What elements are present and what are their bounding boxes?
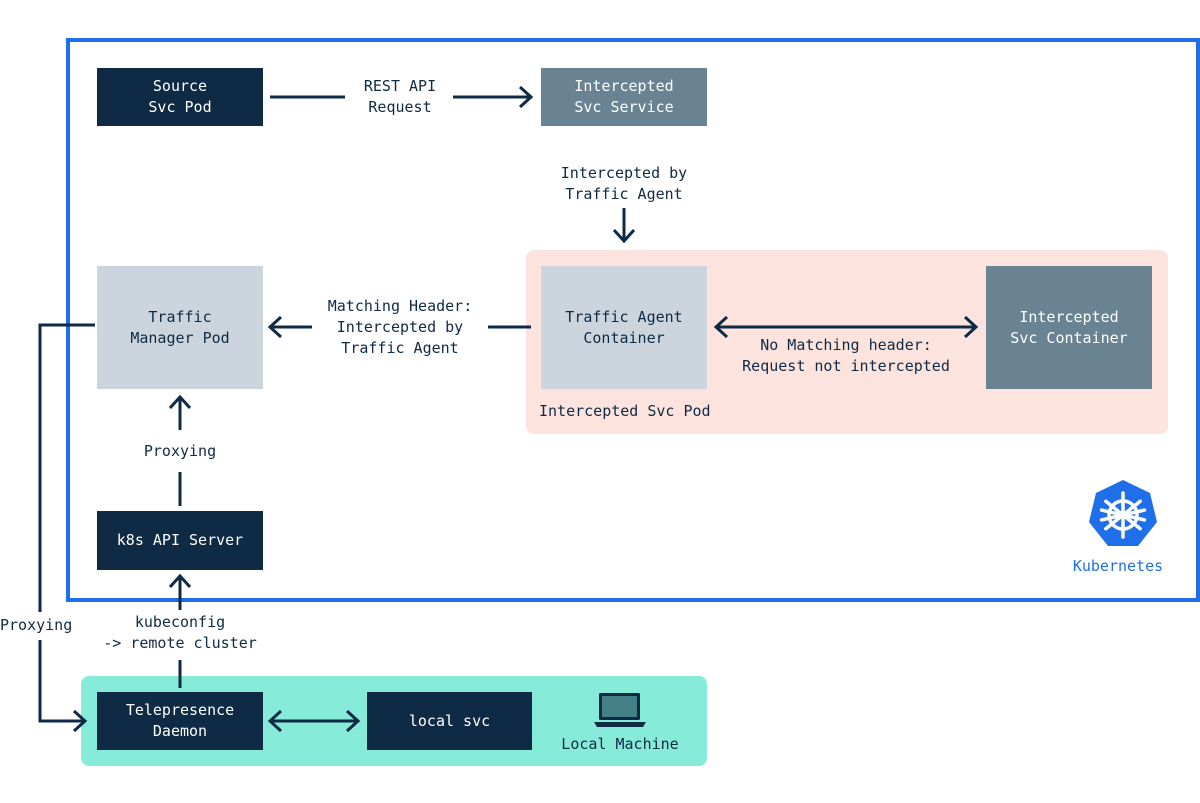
- arrowhead: [518, 85, 534, 109]
- edge-label-kubeconfig: kubeconfig -> remote cluster: [103, 613, 257, 652]
- edge-label-proxying-inner: Proxying: [143, 442, 217, 460]
- arrowhead: [345, 709, 361, 733]
- kubernetes-cluster-frame: [66, 38, 1200, 602]
- arrowhead: [612, 228, 636, 244]
- arrowhead: [267, 709, 283, 733]
- arrowhead: [168, 394, 192, 410]
- intercepted-container-node: Intercepted Svc Container: [986, 266, 1152, 389]
- edge-label-rest-api: REST API Request: [363, 77, 437, 116]
- edge-label-intercepted-by-agent: Intercepted by Traffic Agent: [560, 164, 688, 203]
- edge-outer-proxy-bottom: [38, 640, 85, 723]
- edge-label-no-matching: No Matching header: Request not intercep…: [742, 336, 950, 375]
- arrowhead: [963, 315, 979, 339]
- telepresence-daemon-node: Telepresence Daemon: [97, 692, 263, 750]
- local-svc-node: local svc: [367, 692, 532, 750]
- kubernetes-helm-wheel-icon: [1089, 480, 1157, 546]
- arrowhead: [72, 709, 88, 733]
- edge-label-proxying-outer: Proxying: [0, 615, 82, 636]
- traffic-agent-node: Traffic Agent Container: [541, 266, 707, 389]
- edge-label-matching-header: Matching Header: Intercepted by Traffic …: [327, 297, 473, 357]
- arrowhead: [168, 573, 192, 589]
- arrowhead: [713, 315, 729, 339]
- source-pod-node: Source Svc Pod: [97, 68, 263, 126]
- kubernetes-label: Kubernetes: [1072, 557, 1164, 575]
- laptop-icon: [594, 693, 646, 727]
- intercepted-pod-label: Intercepted Svc Pod: [539, 402, 711, 420]
- arrowhead: [267, 315, 283, 339]
- k8s-api-server-node: k8s API Server: [97, 511, 263, 570]
- edge-outer-proxy-top: [38, 323, 95, 612]
- traffic-manager-node: Traffic Manager Pod: [97, 266, 263, 389]
- intercepted-service-node: Intercepted Svc Service: [541, 68, 707, 126]
- local-machine-label: Local Machine: [561, 735, 679, 753]
